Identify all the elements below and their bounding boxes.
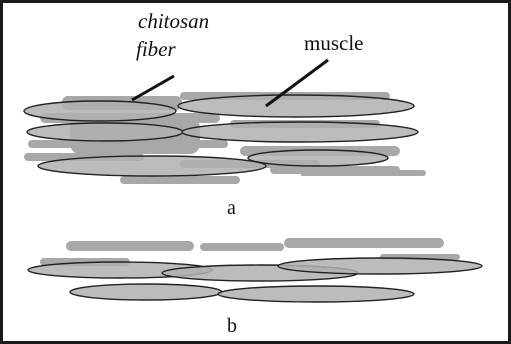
fiber-streak [284, 238, 444, 248]
panel-b-diagram [28, 238, 482, 302]
muscle-ellipse [278, 258, 482, 274]
chitosan-label-line2: fiber [136, 37, 176, 61]
muscle-ellipse [178, 95, 414, 117]
chitosan-label-line1: chitosan [138, 9, 209, 33]
muscle-fibers-a [24, 95, 418, 176]
muscle-ellipse [27, 123, 183, 141]
fiber-streak [300, 170, 426, 176]
muscle-ellipse [38, 156, 266, 176]
panel-b-label: b [227, 315, 237, 337]
panel-a-label: a [227, 197, 236, 219]
muscle-ellipse [248, 150, 388, 166]
muscle-ellipse [182, 122, 418, 142]
panel-a-diagram [24, 60, 426, 184]
muscle-label: muscle [304, 31, 363, 55]
muscle-fibers-b [28, 258, 482, 302]
muscle-ellipse [218, 286, 414, 302]
muscle-ellipse [70, 284, 222, 300]
fiber-streak [120, 176, 240, 184]
muscle-ellipse [24, 101, 176, 121]
fiber-streak [200, 243, 284, 251]
fiber-streak [66, 241, 194, 251]
